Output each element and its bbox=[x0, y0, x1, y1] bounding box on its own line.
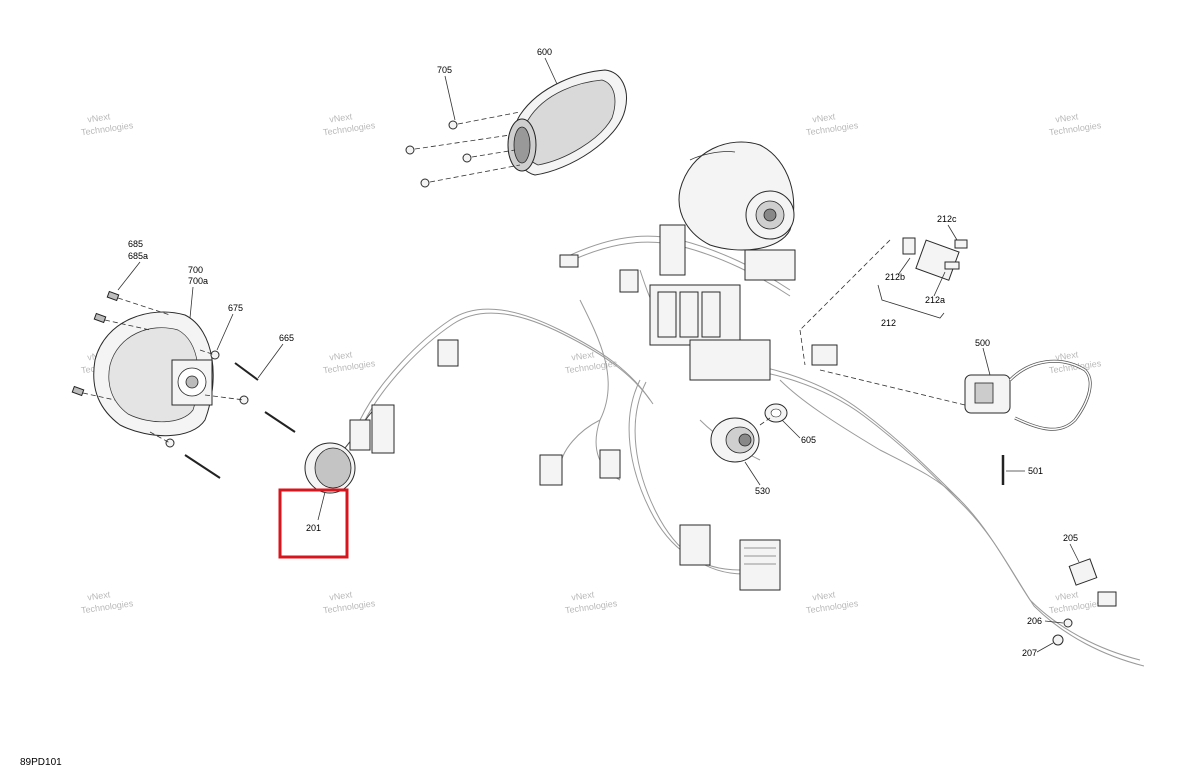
watermark-layer: vNext Technologies vNext Technologies vN… bbox=[80, 111, 1102, 615]
part-530-sensor bbox=[710, 417, 760, 463]
part-201-boot bbox=[304, 404, 395, 494]
callout-600: 600 bbox=[537, 47, 552, 57]
watermark: vNext bbox=[812, 111, 837, 124]
callout-685a: 685a bbox=[128, 251, 148, 261]
part-212-connector bbox=[799, 237, 968, 366]
part-206-nut bbox=[1063, 618, 1073, 628]
headlight-assembly-upper bbox=[659, 141, 795, 276]
part-605-grommet bbox=[759, 403, 788, 426]
part-205-connector bbox=[1068, 558, 1117, 607]
leader-lines bbox=[117, 57, 1080, 653]
watermark: vNext bbox=[1055, 349, 1080, 362]
watermark: vNext bbox=[329, 111, 354, 124]
callout-212: 212 bbox=[881, 318, 896, 328]
callout-206: 206 bbox=[1027, 616, 1042, 626]
watermark: vNext bbox=[87, 111, 112, 124]
watermark: vNext bbox=[812, 589, 837, 602]
watermark: vNext bbox=[329, 349, 354, 362]
callout-501: 501 bbox=[1028, 466, 1043, 476]
callout-700: 700 bbox=[188, 265, 203, 275]
callout-665: 665 bbox=[279, 333, 294, 343]
callout-201: 201 bbox=[306, 523, 321, 533]
callout-labels: 705 600 685 685a 700 700a 675 665 201 21… bbox=[128, 47, 1078, 658]
callout-700a: 700a bbox=[188, 276, 208, 286]
junction-connector-block bbox=[437, 249, 796, 591]
callout-212c: 212c bbox=[937, 214, 957, 224]
watermark: vNext bbox=[571, 349, 596, 362]
bolts-665 bbox=[184, 362, 296, 479]
highlight-box-201[interactable] bbox=[278, 488, 349, 559]
callout-685: 685 bbox=[128, 239, 143, 249]
callout-675: 675 bbox=[228, 303, 243, 313]
watermark: vNext bbox=[571, 589, 596, 602]
callout-207: 207 bbox=[1022, 648, 1037, 658]
callout-705: 705 bbox=[437, 65, 452, 75]
callout-212a: 212a bbox=[925, 295, 945, 305]
screws-685 bbox=[71, 290, 171, 401]
callout-212b: 212b bbox=[885, 272, 905, 282]
watermark: vNext bbox=[329, 589, 354, 602]
watermark: vNext bbox=[87, 589, 112, 602]
callout-205: 205 bbox=[1063, 533, 1078, 543]
callout-500: 500 bbox=[975, 338, 990, 348]
callout-605: 605 bbox=[801, 435, 816, 445]
watermark: vNext bbox=[1055, 589, 1080, 602]
watermark: vNext bbox=[1055, 111, 1080, 124]
headlight-assembly-left bbox=[93, 311, 214, 437]
part-500-switch bbox=[819, 359, 1092, 431]
headlight-cover-600 bbox=[507, 69, 627, 176]
callout-530: 530 bbox=[755, 486, 770, 496]
washers-675 bbox=[149, 349, 249, 448]
part-207-washer bbox=[1052, 634, 1064, 646]
drawing-code: 89PD101 bbox=[20, 757, 62, 768]
screws-705 bbox=[405, 111, 521, 188]
bracket-212 bbox=[877, 284, 945, 319]
